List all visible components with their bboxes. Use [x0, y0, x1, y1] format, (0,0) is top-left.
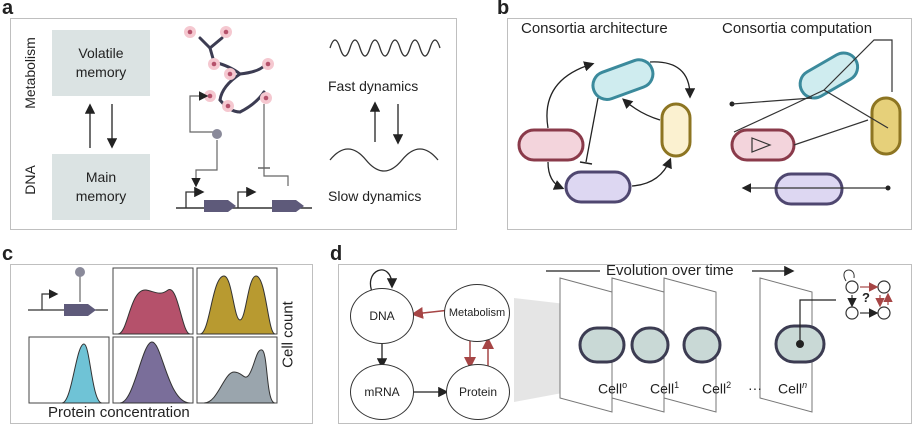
panel-c — [10, 264, 313, 424]
dist-blue — [61, 343, 103, 404]
cell-0 — [578, 326, 626, 364]
consortia-architecture-title: Consortia architecture — [521, 20, 668, 37]
panel-a-graphics — [84, 26, 441, 212]
dist-purple — [119, 341, 191, 404]
cell-blue-left — [591, 58, 655, 101]
cell-blue-right — [798, 51, 860, 100]
protein-dot — [212, 129, 222, 139]
slow-wave — [329, 148, 439, 172]
cell-gold-right — [870, 96, 902, 156]
node-protein: Protein — [446, 364, 510, 420]
cell-1-label: Cell1 — [650, 380, 680, 397]
panel-letter-b: b — [497, 0, 510, 19]
cell-2 — [682, 326, 722, 364]
dist-gold — [199, 275, 276, 335]
node-dna: DNA — [350, 288, 414, 344]
gene-2 — [272, 200, 304, 212]
panel-letter-d: d — [330, 243, 343, 265]
gene-1 — [204, 200, 236, 212]
panel-c-graphics — [28, 267, 278, 404]
question-mark: ? — [862, 290, 870, 305]
panel-letter-c: c — [2, 243, 14, 265]
cell-purple-left — [564, 170, 632, 204]
cell-purple-right — [774, 172, 844, 206]
ellipsis-label: ··· — [748, 380, 762, 396]
fast-wave — [329, 39, 441, 57]
cell-n — [774, 299, 836, 364]
protein-concentration-label: Protein concentration — [48, 404, 190, 421]
fast-dynamics-label: Fast dynamics — [328, 78, 419, 94]
panel-b — [507, 18, 912, 230]
slow-dynamics-label: Slow dynamics — [328, 188, 422, 204]
consortia-computation-title: Consortia computation — [722, 20, 873, 37]
node-mrna: mRNA — [350, 364, 414, 420]
cell-1 — [630, 326, 670, 364]
cell-0-label: Cello — [598, 380, 628, 397]
cell-n-label: Celln — [778, 380, 808, 397]
evolution-over-time-label: Evolution over time — [606, 262, 734, 279]
node-metabolism: Metabolism — [444, 284, 510, 342]
cell-2-label: Cell2 — [702, 380, 732, 397]
panel-letter-a: a — [2, 0, 14, 19]
panel-b-graphics — [517, 39, 902, 206]
panel-a — [10, 18, 457, 230]
dist-gray — [203, 349, 276, 404]
metabolite-dots — [184, 26, 274, 112]
dist-red — [117, 289, 191, 335]
panel-d — [338, 264, 912, 424]
cell-gold-left — [660, 102, 692, 158]
cell-red-left — [517, 128, 585, 162]
